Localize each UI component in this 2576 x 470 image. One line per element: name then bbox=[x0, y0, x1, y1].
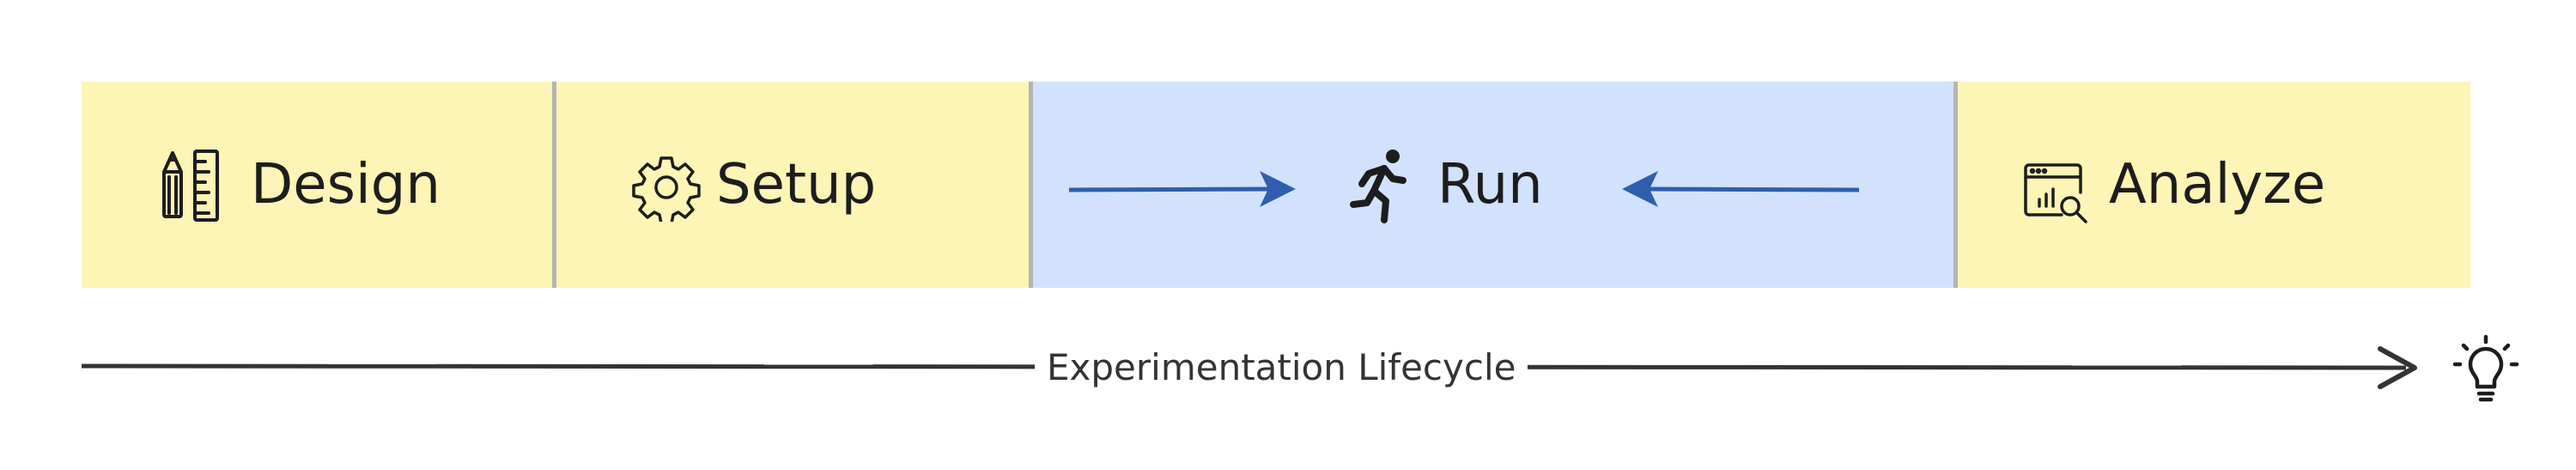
lightbulb-icon bbox=[2452, 334, 2519, 402]
pencil-ruler-icon bbox=[162, 150, 219, 222]
running-person-icon bbox=[1350, 150, 1406, 223]
lifecycle-label: Experimentation Lifecycle bbox=[1035, 345, 1528, 390]
stage-label-design: Design bbox=[251, 153, 440, 217]
gear-icon bbox=[632, 156, 701, 222]
stage-label-setup: Setup bbox=[716, 153, 877, 217]
analytics-window-icon bbox=[2024, 163, 2087, 223]
stage-divider bbox=[552, 82, 556, 288]
stage-run-band bbox=[1033, 82, 1953, 288]
stage-analyze-band bbox=[1958, 82, 2470, 288]
stage-label-analyze: Analyze bbox=[2109, 153, 2326, 217]
stage-divider bbox=[1029, 82, 1033, 288]
stage-label-run: Run bbox=[1437, 153, 1543, 217]
stage-design-band bbox=[82, 82, 552, 288]
stage-divider bbox=[1953, 82, 1958, 288]
arrow-right-icon bbox=[1069, 171, 1296, 207]
arrow-left-icon bbox=[1622, 171, 1860, 207]
